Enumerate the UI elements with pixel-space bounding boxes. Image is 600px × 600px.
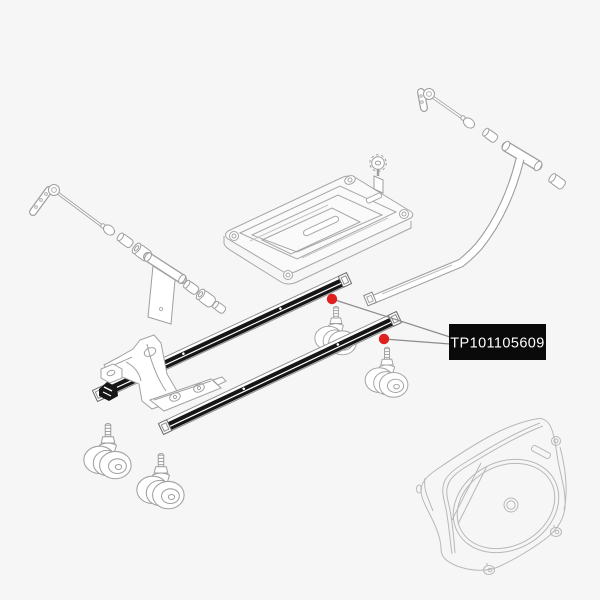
rail-front	[157, 310, 403, 436]
bike-case	[416, 418, 567, 575]
axle-spacers-left	[183, 279, 227, 314]
bike-case-caster	[416, 484, 562, 575]
part-number-box[interactable]	[449, 324, 546, 360]
axle-mount-bracket-left	[143, 252, 187, 325]
part-hotspot-dot[interactable]	[378, 333, 390, 345]
base-platform	[223, 175, 414, 285]
part-hotspot-dot[interactable]	[326, 293, 338, 305]
rail-clamp	[99, 382, 118, 401]
lock-knob	[369, 154, 387, 194]
leader-line	[383, 338, 451, 345]
quick-release-skewer-left	[29, 184, 116, 236]
leader-line	[331, 298, 451, 338]
skewer-spacers-left	[116, 232, 152, 262]
skewer-spacers-right	[482, 127, 566, 190]
quick-release-skewer-right	[417, 88, 476, 129]
tow-handle	[363, 140, 543, 307]
part-number-label[interactable]: TP101105609	[450, 336, 544, 352]
front-stand	[100, 334, 227, 412]
callout: TP101105609	[326, 293, 546, 360]
